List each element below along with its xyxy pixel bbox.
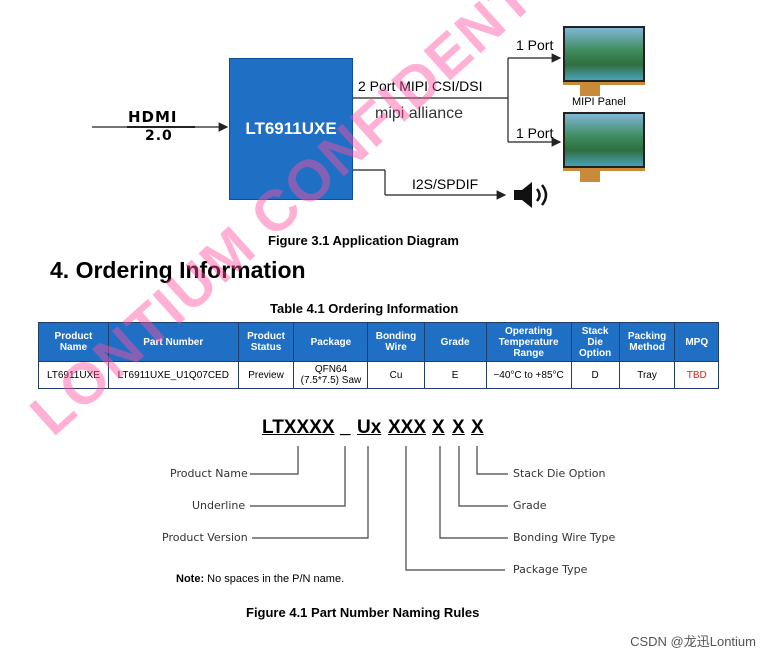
label-product-name: Product Name [170, 467, 248, 480]
pn-x-stack: X [471, 417, 484, 439]
cell-temp-range: −40°C to +85°C [486, 362, 571, 389]
hdmi-logo: HDMI [128, 108, 178, 126]
label-stack-die-option: Stack Die Option [513, 467, 605, 480]
mipi-panel-top [563, 26, 645, 82]
cell-mpq: TBD [675, 362, 719, 389]
pn-x-bonding: X [432, 417, 445, 439]
label-bonding-wire-type: Bonding Wire Type [513, 531, 615, 544]
cell-package: QFN64 (7.5*7.5) Saw [294, 362, 368, 389]
figure-4-1-caption: Figure 4.1 Part Number Naming Rules [246, 605, 479, 620]
th-packing-method: Packing Method [619, 323, 675, 362]
mipi-panel-label: MIPI Panel [572, 96, 626, 108]
naming-leader-lines [0, 440, 772, 580]
label-grade: Grade [513, 499, 547, 512]
pn-x-grade: X [452, 417, 465, 439]
th-product-status: Product Status [238, 323, 294, 362]
label-product-version: Product Version [162, 531, 248, 544]
cell-bonding-wire: Cu [368, 362, 424, 389]
label-package-type: Package Type [513, 563, 587, 576]
th-grade: Grade [424, 323, 486, 362]
pn-ltxxxx: LTXXXX [262, 417, 335, 439]
pn-underline: _ [340, 417, 351, 439]
port-top-label: 1 Port [516, 37, 553, 53]
th-temp-range: Operating Temperature Range [486, 323, 571, 362]
pn-ux: Ux [357, 417, 381, 439]
cell-grade: E [424, 362, 486, 389]
panel-top-flex [580, 82, 600, 96]
panel-bottom-flex [580, 168, 600, 182]
mipi-panel-bottom [563, 112, 645, 168]
cell-packing-method: Tray [619, 362, 675, 389]
th-package: Package [294, 323, 368, 362]
cell-stack-die: D [571, 362, 619, 389]
note: Note: No spaces in the P/N name. [176, 573, 344, 585]
hdmi-version: 2.0 [145, 128, 173, 144]
note-label: Note: [176, 573, 204, 585]
table-caption: Table 4.1 Ordering Information [270, 301, 458, 316]
th-mpq: MPQ [675, 323, 719, 362]
note-text: No spaces in the P/N name. [204, 573, 344, 585]
label-underline: Underline [192, 499, 245, 512]
audio-label: I2S/SPDIF [412, 176, 478, 192]
pn-xxx: XXX [388, 417, 426, 439]
th-stack-die: Stack Die Option [571, 323, 619, 362]
th-bonding-wire: Bonding Wire [368, 323, 424, 362]
cell-product-status: Preview [238, 362, 294, 389]
speaker-icon [512, 180, 552, 210]
csdn-footer: CSDN @龙迅Lontium [630, 631, 756, 650]
port-bottom-label: 1 Port [516, 125, 553, 141]
